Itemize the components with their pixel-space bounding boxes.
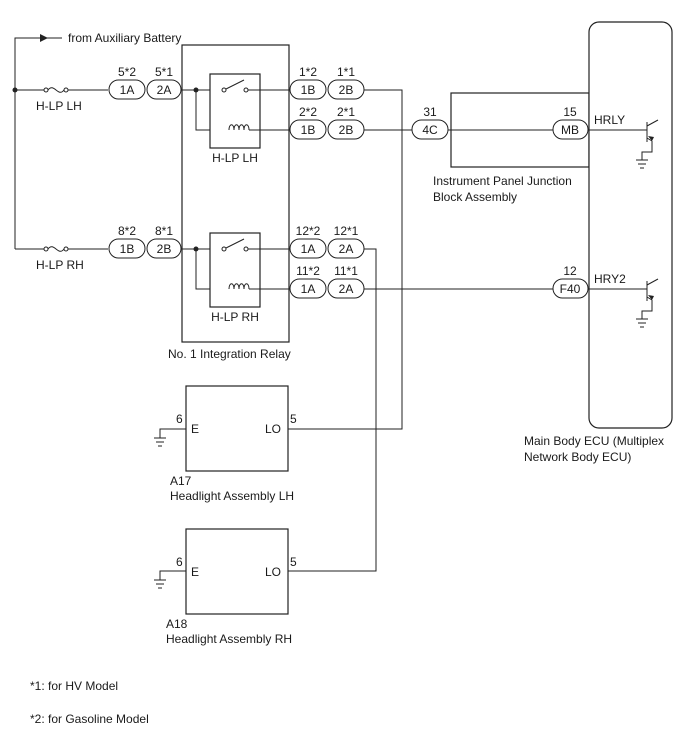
svg-text:8*2: 8*2 — [118, 224, 136, 238]
headlight-assembly-rh: E LO 6 5 A18 Headlight Assembly RH — [154, 528, 297, 646]
svg-text:2*2: 2*2 — [299, 105, 317, 119]
ipjb-label-line2: Block Assembly — [433, 190, 517, 204]
svg-text:12: 12 — [563, 264, 577, 278]
svg-text:1A: 1A — [301, 242, 316, 256]
connector-rh-out1-a: 12*2 1A — [289, 224, 327, 259]
svg-text:31: 31 — [423, 105, 437, 119]
integration-relay-label: No. 1 Integration Relay — [168, 347, 291, 361]
battery-feed: from Auxiliary Battery — [12, 31, 181, 249]
svg-text:2B: 2B — [339, 123, 354, 137]
fuse-rh-label: H-LP RH — [36, 258, 84, 272]
pin6-label: 6 — [176, 555, 183, 569]
hry2-label: HRY2 — [594, 272, 626, 286]
connector-lh-out1-a: 1*2 1B — [289, 65, 327, 100]
relay-lh: H-LP LH — [181, 73, 290, 165]
svg-text:12*2: 12*2 — [296, 224, 321, 238]
pin-lo-label: LO — [265, 422, 281, 436]
svg-text:1B: 1B — [301, 83, 316, 97]
instrument-panel-junction-block: 31 4C 15 MB Instrument Panel Junction Bl… — [411, 92, 590, 204]
transistor-hrly-icon — [636, 119, 659, 169]
hrly-label: HRLY — [594, 113, 625, 127]
ipjb-label-line1: Instrument Panel Junction — [433, 174, 572, 188]
connector-lh-out2-a: 2*2 1B — [289, 105, 327, 140]
svg-text:5*2: 5*2 — [118, 65, 136, 79]
a17-name: Headlight Assembly LH — [170, 489, 294, 503]
svg-text:1B: 1B — [120, 242, 135, 256]
coil-icon — [228, 283, 250, 290]
coil-icon — [228, 124, 250, 131]
ecu-label-line2: Network Body ECU) — [524, 450, 631, 464]
connector-ipjb-in: 31 4C — [411, 105, 449, 140]
connector-ecu-f40: 12 F40 — [552, 264, 589, 299]
from-aux-battery-label: from Auxiliary Battery — [68, 31, 181, 45]
switch-icon — [225, 238, 245, 249]
connector-rh-out2-a: 11*2 1A — [289, 264, 327, 299]
connector-rh-out1-b: 12*1 2A — [327, 224, 365, 259]
svg-text:4C: 4C — [422, 123, 438, 137]
svg-text:1A: 1A — [301, 282, 316, 296]
connector-rh-in-a: 8*2 1B — [108, 224, 146, 259]
transistor-hry2-icon — [636, 278, 659, 328]
relay-lh-label: H-LP LH — [212, 151, 258, 165]
svg-text:2A: 2A — [157, 83, 172, 97]
connector-lh-out1-b: 1*1 2B — [327, 65, 365, 100]
output-wires — [288, 89, 553, 572]
svg-text:2B: 2B — [157, 242, 172, 256]
pin-e-label: E — [191, 422, 199, 436]
a18-name: Headlight Assembly RH — [166, 632, 292, 646]
fuse-lh-icon — [43, 87, 69, 93]
svg-text:2B: 2B — [339, 83, 354, 97]
svg-text:1B: 1B — [301, 123, 316, 137]
fuse-lh-line: H-LP LH — [15, 87, 108, 113]
pin6-label: 6 — [176, 412, 183, 426]
headlight-assembly-lh: E LO 6 5 A17 Headlight Assembly LH — [154, 385, 297, 503]
a18-code: A18 — [166, 617, 188, 631]
svg-text:11*1: 11*1 — [334, 264, 358, 278]
svg-text:2A: 2A — [339, 242, 354, 256]
fuse-rh-line: H-LP RH — [15, 246, 108, 272]
connector-rh-in-b: 8*1 2B — [146, 224, 182, 259]
connector-lh-in-b: 5*1 2A — [146, 65, 182, 100]
relay-rh-label: H-LP RH — [211, 310, 259, 324]
ground-icon — [154, 579, 166, 589]
relay-rh: H-LP RH — [181, 232, 290, 324]
ground-icon — [154, 437, 166, 447]
switch-icon — [225, 79, 245, 90]
svg-text:8*1: 8*1 — [155, 224, 173, 238]
pin5-label: 5 — [290, 555, 297, 569]
svg-text:F40: F40 — [560, 282, 581, 296]
pin-e-label: E — [191, 565, 199, 579]
note-gasoline: *2: for Gasoline Model — [30, 712, 149, 726]
svg-text:12*1: 12*1 — [334, 224, 359, 238]
svg-text:2*1: 2*1 — [337, 105, 355, 119]
connector-lh-in-a: 5*2 1A — [108, 65, 146, 100]
svg-text:15: 15 — [563, 105, 577, 119]
main-body-ecu: HRLY 12 F40 HRY2 — [524, 21, 673, 464]
svg-text:1A: 1A — [120, 83, 135, 97]
connector-lh-out2-b: 2*1 2B — [327, 105, 365, 140]
integration-relay: No. 1 Integration Relay H-LP LH — [168, 44, 291, 361]
svg-text:1*2: 1*2 — [299, 65, 317, 79]
a17-code: A17 — [170, 474, 192, 488]
svg-text:1*1: 1*1 — [337, 65, 355, 79]
fuse-rh-icon — [43, 246, 69, 252]
svg-text:11*2: 11*2 — [296, 264, 320, 278]
svg-text:2A: 2A — [339, 282, 354, 296]
note-hv: *1: for HV Model — [30, 679, 118, 693]
svg-text:MB: MB — [561, 123, 579, 137]
ecu-label-line1: Main Body ECU (Multiplex — [524, 434, 664, 448]
arrow-left-icon — [40, 34, 48, 42]
connector-ipjb-out: 15 MB — [552, 105, 589, 140]
svg-text:5*1: 5*1 — [155, 65, 173, 79]
fuse-lh-label: H-LP LH — [36, 99, 82, 113]
connector-rh-out2-b: 11*1 2A — [327, 264, 365, 299]
pin5-label: 5 — [290, 412, 297, 426]
pin-lo-label: LO — [265, 565, 281, 579]
